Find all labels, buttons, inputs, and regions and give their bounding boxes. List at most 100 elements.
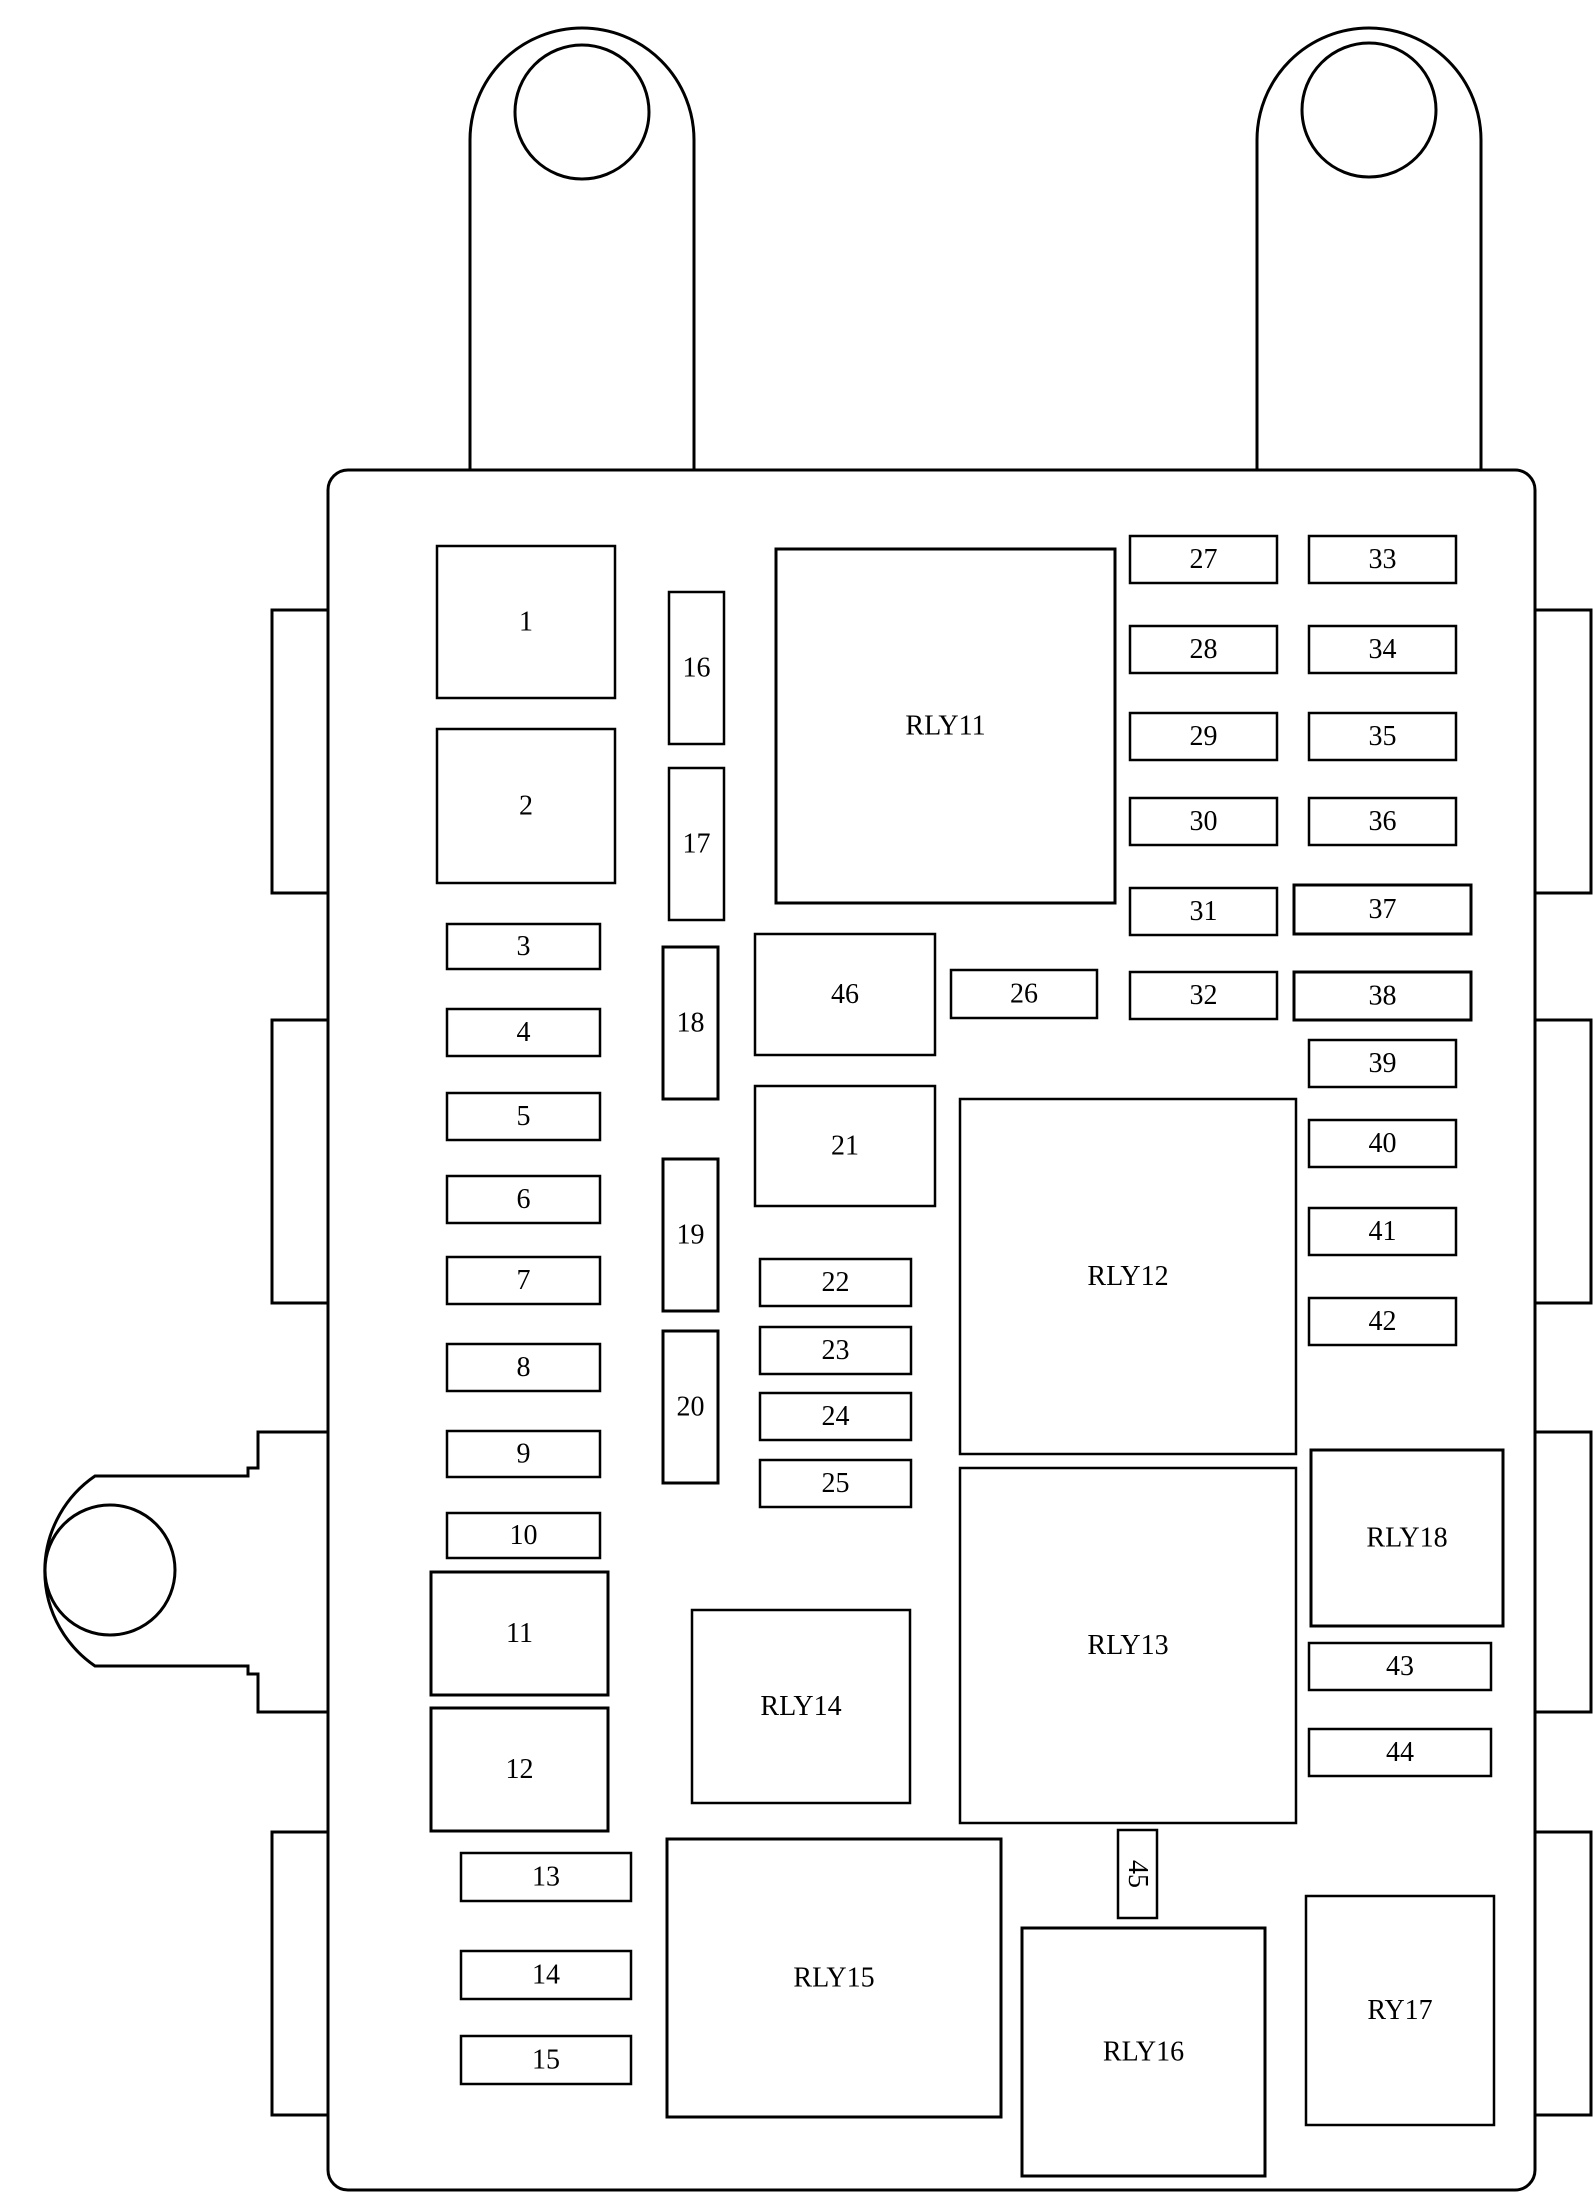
fuse-45-label: 45: [1122, 1860, 1153, 1888]
relay-rly12-outline: [958, 1097, 1298, 1456]
relay-rly18-label: RLY18: [1366, 1523, 1447, 1554]
fuse-26-outline: [949, 968, 1099, 1020]
relay-rly13-label: RLY13: [1087, 1630, 1168, 1661]
fuse-33-outline: [1307, 534, 1458, 585]
fuse-7-outline: [445, 1255, 602, 1306]
fuse-40: 40: [1307, 1118, 1458, 1169]
mounting-hole-top-right: [1300, 41, 1438, 179]
fuse-25-label: 25: [822, 1468, 850, 1499]
fuse-9-outline: [445, 1429, 602, 1479]
fuse-28-label: 28: [1190, 634, 1218, 665]
fuse-37-outline: [1292, 883, 1473, 936]
fuse-5: 5: [445, 1091, 602, 1142]
mounting-tab-left: [43, 1430, 328, 1714]
fuse-39-label: 39: [1369, 1048, 1397, 1079]
fuse-1-outline: [435, 544, 617, 700]
mounting-tab-top-right: [1255, 26, 1483, 470]
fuse-25: 25: [758, 1458, 913, 1509]
side-clip-left-3: [270, 1830, 328, 2117]
fuse-6-outline: [445, 1174, 602, 1225]
fuse-33: 33: [1307, 534, 1458, 585]
fuse-12: 12: [429, 1706, 610, 1833]
fuse-19: 19: [661, 1157, 720, 1313]
fuse-10-outline: [445, 1511, 602, 1560]
fuse-2-label: 2: [519, 791, 533, 822]
fuse-11: 11: [429, 1570, 610, 1697]
fuse-6: 6: [445, 1174, 602, 1225]
fuse-9: 9: [445, 1429, 602, 1479]
fuse-2-outline: [435, 727, 617, 885]
fuse-39-outline: [1307, 1038, 1458, 1089]
fuse-10: 10: [445, 1511, 602, 1560]
fuse-19-label: 19: [677, 1220, 705, 1251]
fuse-34-label: 34: [1369, 634, 1397, 665]
fuse-21: 21: [753, 1084, 937, 1208]
fuse-16-label: 16: [683, 653, 711, 684]
fuse-5-outline: [445, 1091, 602, 1142]
fuse-35: 35: [1307, 711, 1458, 762]
fuse-8-outline: [445, 1342, 602, 1393]
relay-rly13: RLY13: [958, 1466, 1298, 1825]
relay-rly15-label: RLY15: [793, 1963, 874, 1994]
fuse-21-outline: [753, 1084, 937, 1208]
fuse-40-label: 40: [1369, 1128, 1397, 1159]
fuse-15-outline: [459, 2034, 633, 2086]
fuse-8: 8: [445, 1342, 602, 1393]
fuse-30-outline: [1128, 796, 1279, 847]
fuse-43-outline: [1307, 1641, 1493, 1692]
relay-rly18: RLY18: [1309, 1448, 1505, 1628]
fuse-10-label: 10: [510, 1520, 538, 1551]
fuse-42-label: 42: [1369, 1306, 1397, 1337]
fuse-14-label: 14: [532, 1960, 560, 1991]
fuse-42: 42: [1307, 1296, 1458, 1347]
fuse-13-label: 13: [532, 1862, 560, 1893]
fuse-13: 13: [459, 1851, 633, 1903]
fuse-4: 4: [445, 1007, 602, 1058]
fuse-18-label: 18: [677, 1008, 705, 1039]
fuse-41-outline: [1307, 1206, 1458, 1257]
fuse-29: 29: [1128, 711, 1279, 762]
relay-rly14-label: RLY14: [760, 1691, 841, 1722]
fuse-6-label: 6: [517, 1184, 531, 1215]
fuse-46-label: 46: [831, 979, 859, 1010]
mounting-tab-top-left: [468, 26, 696, 470]
fuse-31-outline: [1128, 886, 1279, 937]
fuse-23-label: 23: [822, 1335, 850, 1366]
fuse-24-label: 24: [822, 1401, 850, 1432]
fuse-4-outline: [445, 1007, 602, 1058]
fuse-36-label: 36: [1369, 806, 1397, 837]
fuse-46-outline: [753, 932, 937, 1057]
fuse-27-outline: [1128, 534, 1279, 585]
fuse-2: 2: [435, 727, 617, 885]
side-clip-left-1: [270, 608, 328, 895]
fuse-33-label: 33: [1369, 544, 1397, 575]
relay-rly18-outline: [1309, 1448, 1505, 1628]
fuse-3-outline: [445, 922, 602, 971]
fuse-42-outline: [1307, 1296, 1458, 1347]
fuse-20-outline: [661, 1329, 720, 1485]
relay-rly14: RLY14: [690, 1608, 912, 1805]
fuse-4-label: 4: [517, 1017, 531, 1048]
fuse-40-outline: [1307, 1118, 1458, 1169]
fuse-12-label: 12: [506, 1754, 534, 1785]
relay-rly13-outline: [958, 1466, 1298, 1825]
fuse-36: 36: [1307, 796, 1458, 847]
relay-rly16-outline: [1020, 1926, 1267, 2178]
fuse-31-label: 31: [1190, 896, 1218, 927]
fuse-20-label: 20: [677, 1392, 705, 1423]
fuse-44-outline: [1307, 1727, 1493, 1778]
fuse-26: 26: [949, 968, 1099, 1020]
fuse-15: 15: [459, 2034, 633, 2086]
fuse-1-label: 1: [519, 607, 533, 638]
fuse-14-outline: [459, 1949, 633, 2001]
fuse-30: 30: [1128, 796, 1279, 847]
fuse-23-outline: [758, 1325, 913, 1376]
fuse-43: 43: [1307, 1641, 1493, 1692]
fuse-22: 22: [758, 1257, 913, 1308]
side-clip-right-4: [1535, 1830, 1593, 2117]
relay-rly14-outline: [690, 1608, 912, 1805]
fuse-45: 45: [1116, 1828, 1159, 1920]
side-clip-left-2: [270, 1018, 328, 1305]
fuse-11-outline: [429, 1570, 610, 1697]
fuse-46: 46: [753, 932, 937, 1057]
